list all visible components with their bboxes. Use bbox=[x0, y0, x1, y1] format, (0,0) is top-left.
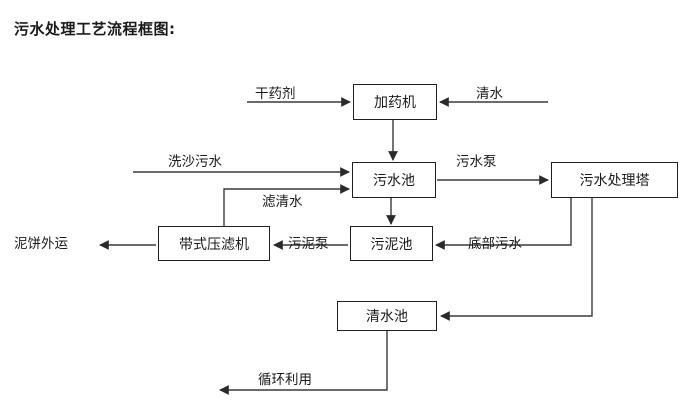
label-clean-water-input: 清水 bbox=[476, 86, 503, 102]
node-label: 污水池 bbox=[373, 173, 415, 189]
node-label: 加药机 bbox=[374, 95, 416, 111]
label-mud-cake-transport: 泥饼外运 bbox=[14, 236, 68, 252]
node-label: 污泥池 bbox=[370, 236, 413, 253]
node-sludge-pool[interactable]: 污泥池 bbox=[350, 226, 433, 261]
node-clean-water-pool[interactable]: 清水池 bbox=[337, 301, 437, 331]
node-belt-filter-press[interactable]: 带式压滤机 bbox=[158, 226, 270, 261]
label-filtered-water: 滤清水 bbox=[262, 194, 303, 210]
page-title: 污水处理工艺流程框图: bbox=[14, 20, 176, 38]
label-sewage-pump: 污水泵 bbox=[456, 154, 497, 170]
connector-clean-water-pool-to-recycle bbox=[219, 331, 388, 395]
node-label: 污水处理塔 bbox=[579, 173, 650, 189]
node-wastewater-pool[interactable]: 污水池 bbox=[352, 162, 436, 198]
node-label: 带式压滤机 bbox=[179, 236, 249, 253]
label-sand-wash-sewage: 洗沙污水 bbox=[168, 154, 222, 170]
node-label: 清水池 bbox=[366, 309, 408, 325]
connector-tower-to-sludge-pool bbox=[435, 198, 572, 250]
label-bottom-sewage: 底部污水 bbox=[468, 236, 522, 252]
connector-filtered-water-to-wastewater-pool bbox=[223, 184, 350, 226]
connector-tower-to-clean-water-pool bbox=[440, 198, 593, 321]
label-sludge-pump: 污泥泵 bbox=[288, 236, 329, 252]
node-dosing-machine[interactable]: 加药机 bbox=[353, 84, 437, 120]
node-treatment-tower[interactable]: 污水处理塔 bbox=[551, 162, 678, 198]
label-recycle-reuse: 循环利用 bbox=[258, 372, 312, 388]
label-dry-chemical: 干药剂 bbox=[255, 86, 296, 102]
